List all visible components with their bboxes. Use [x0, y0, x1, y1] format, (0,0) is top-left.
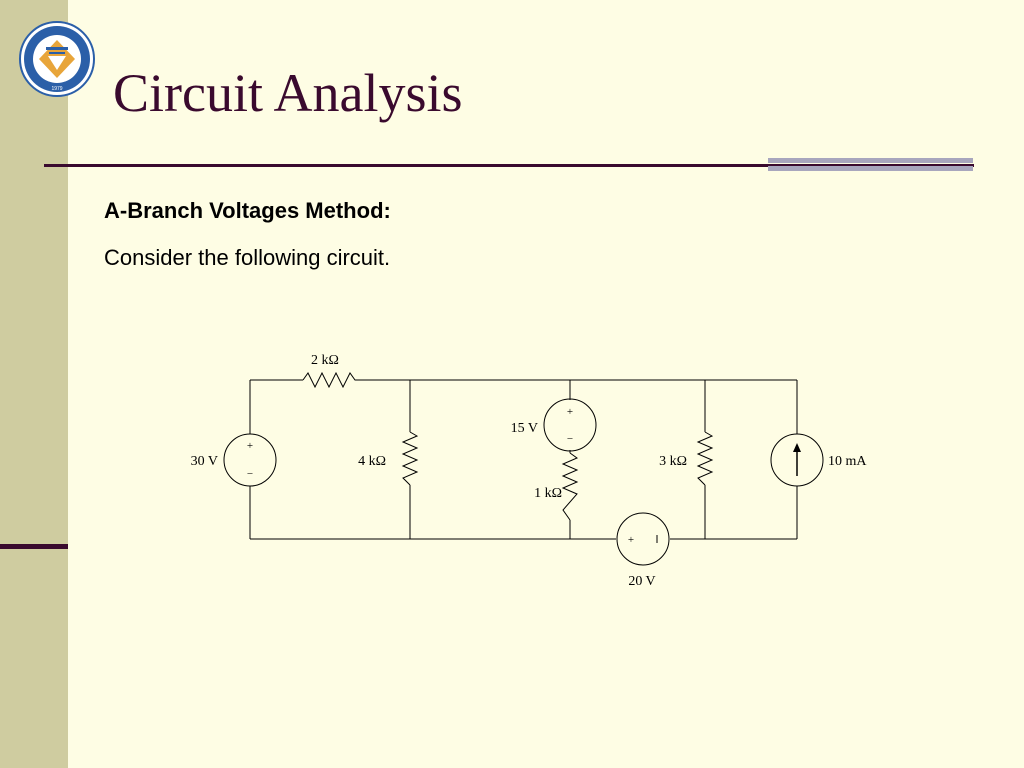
section-heading: A-Branch Voltages Method:: [104, 198, 391, 223]
slide-title: Circuit Analysis: [113, 63, 463, 123]
label-4k: 4 kΩ: [358, 454, 386, 469]
polarity-minus: −: [247, 468, 253, 480]
logo-year: 1979: [51, 86, 62, 92]
resistor-4k: [401, 431, 419, 486]
label-2k: 2 kΩ: [311, 353, 339, 368]
intro-text: Consider the following circuit.: [104, 245, 391, 270]
resistor-3k: [696, 431, 714, 486]
current-source-10ma: [770, 433, 824, 487]
label-10ma: 10 mA: [828, 454, 867, 469]
label-30v: 30 V: [191, 454, 218, 469]
voltage-source-30v: + −: [223, 433, 277, 487]
title-divider: [44, 164, 974, 167]
polarity-minus: −: [567, 433, 573, 445]
voltage-source-20v: +: [616, 512, 670, 566]
label-20v: 20 V: [628, 574, 655, 589]
resistor-2k: [302, 371, 370, 389]
label-3k: 3 kΩ: [659, 454, 687, 469]
sidebar-accent-bar: [0, 544, 68, 549]
sidebar-band: [0, 0, 68, 768]
resistor-1k: [561, 452, 579, 521]
polarity-plus: +: [247, 440, 253, 452]
title-divider-accent: [768, 158, 973, 179]
polarity-plus: +: [628, 534, 634, 546]
voltage-source-15v: + −: [543, 398, 597, 452]
circuit-diagram: + − + − + 2 kΩ 4 kΩ 1 kΩ 3 kΩ 30 V 15 V …: [191, 353, 868, 589]
circuit-wires: [249, 379, 798, 540]
label-15v: 15 V: [511, 421, 538, 436]
label-1k: 1 kΩ: [534, 486, 562, 501]
university-logo: 1979: [19, 21, 95, 97]
polarity-plus: +: [567, 406, 573, 418]
